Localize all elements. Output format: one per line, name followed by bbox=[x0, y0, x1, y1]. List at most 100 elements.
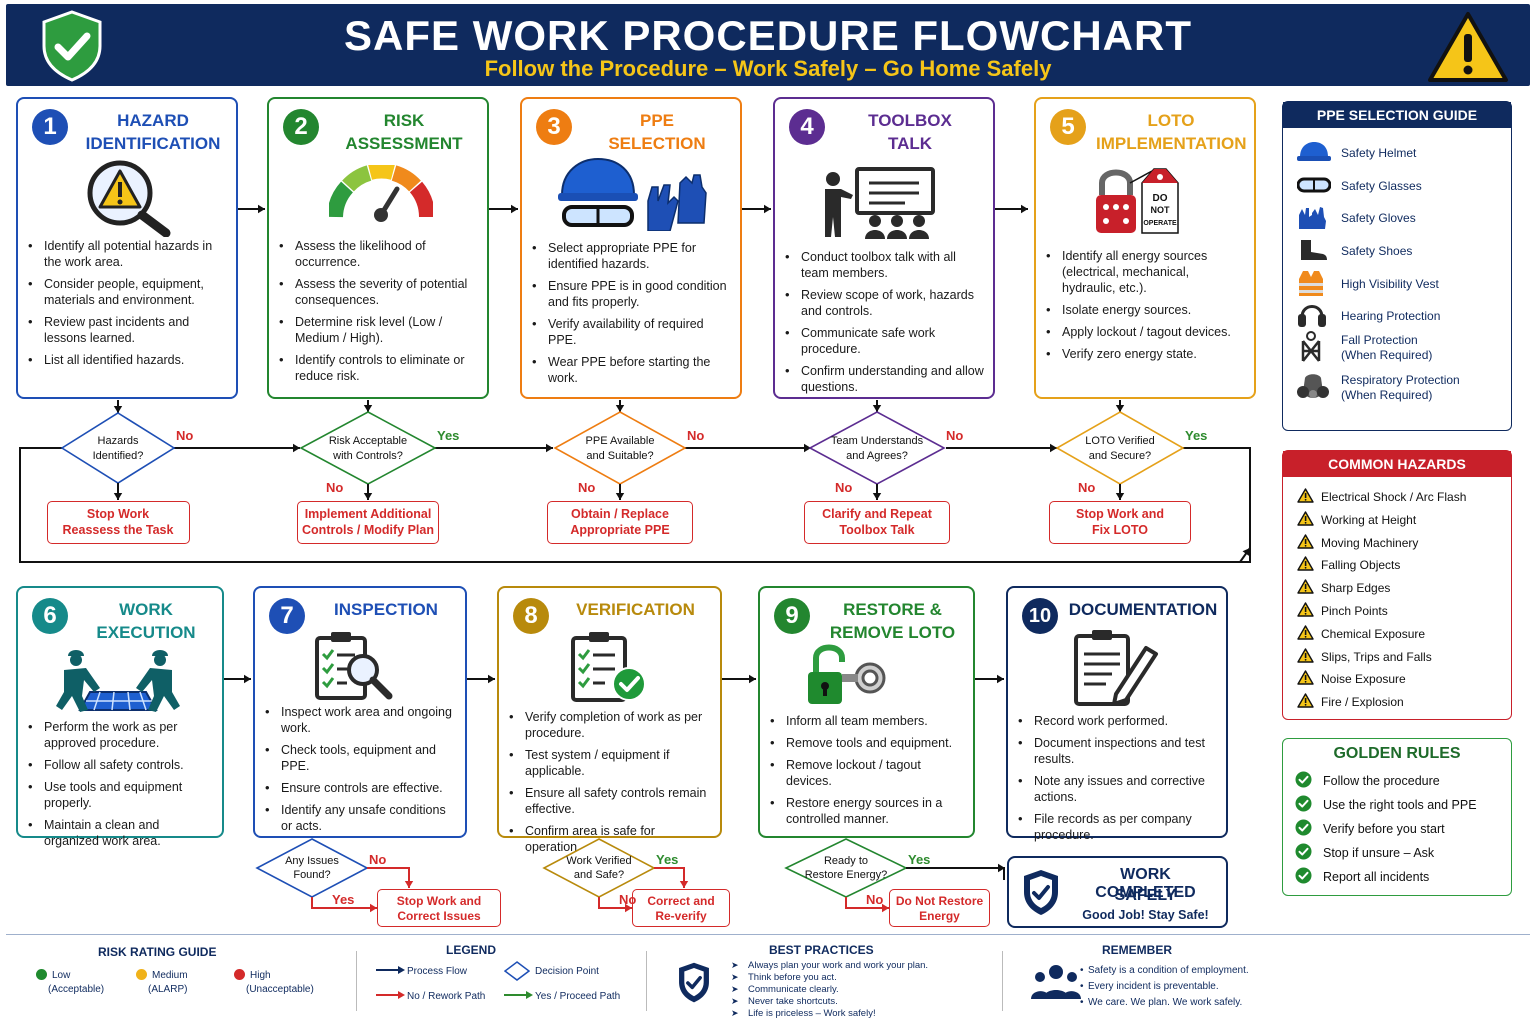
warning-icon bbox=[1297, 647, 1321, 666]
step-bullet: Remove lockout / tagout devices. bbox=[770, 757, 965, 789]
arrow-head bbox=[615, 493, 625, 500]
stop-box-line2: Re-verify bbox=[655, 909, 707, 923]
rework-arrow-icon bbox=[376, 991, 405, 999]
bullet-dot: • bbox=[1080, 981, 1084, 992]
arrow-head bbox=[997, 674, 1004, 684]
decision-diamond bbox=[553, 411, 687, 485]
arrow-head bbox=[363, 493, 373, 500]
work-completed-box: WORK COMPLETED SAFELY Good Job! Stay Saf… bbox=[1007, 856, 1228, 928]
stop-box-line1: Implement Additional bbox=[304, 507, 432, 521]
hazard-item: Moving Machinery bbox=[1297, 533, 1418, 553]
risk-level: Low bbox=[52, 970, 71, 981]
golden-rule-label: Stop if unsure – Ask bbox=[1323, 846, 1435, 860]
vest-icon bbox=[1297, 269, 1341, 300]
inspection-clipboard-icon bbox=[313, 630, 397, 705]
hazard-item: Sharp Edges bbox=[1297, 578, 1390, 598]
side-path bbox=[654, 867, 685, 880]
stop-box bbox=[46, 501, 190, 544]
hazard-item-label: Electrical Shock / Arc Flash bbox=[1321, 490, 1467, 504]
step-title: DOCUMENTATION bbox=[1068, 598, 1218, 621]
loop-line bbox=[19, 447, 1251, 563]
step-bullet: Conduct toolbox talk with all team membe… bbox=[785, 249, 985, 281]
golden-rule-item: Report all incidents bbox=[1295, 867, 1429, 887]
arrow-head bbox=[1115, 493, 1125, 500]
step-bullet: Review past incidents and lessons learne… bbox=[28, 314, 228, 346]
page-subtitle: Follow the Procedure – Work Safely – Go … bbox=[484, 56, 1052, 81]
decision-side-label: Yes bbox=[656, 852, 679, 867]
header-banner: SAFE WORK PROCEDURE FLOWCHART Follow the… bbox=[6, 4, 1530, 86]
risk-guide-title: RISK RATING GUIDE bbox=[98, 945, 217, 959]
toolbox-talk-icon bbox=[819, 167, 939, 244]
hazard-item: Noise Exposure bbox=[1297, 669, 1406, 689]
risk-level: Medium bbox=[152, 970, 188, 981]
check-circle-icon bbox=[1295, 819, 1323, 839]
golden-rule-label: Follow the procedure bbox=[1323, 774, 1440, 788]
step-bullet: Identify all energy sources (electrical,… bbox=[1046, 248, 1246, 296]
risk-level: High bbox=[250, 970, 271, 981]
decision-text-line2: and Safe? bbox=[574, 869, 624, 881]
step-title-line1: HAZARD bbox=[117, 111, 189, 130]
step-title: INSPECTION bbox=[315, 598, 457, 621]
decision-diamond bbox=[299, 411, 437, 485]
step-6-box: 6WORKEXECUTIONPerform the work as per ap… bbox=[16, 586, 224, 848]
ppe-item-label: Safety Shoes bbox=[1341, 243, 1413, 258]
step-title: PPE SELECTION bbox=[582, 109, 732, 155]
step-bullet: Verify availability of required PPE. bbox=[532, 316, 732, 348]
completed-line1: WORK COMPLETED bbox=[1095, 866, 1196, 901]
side-path bbox=[906, 867, 1005, 880]
step-title-line2: REMOVE LOTO bbox=[829, 623, 956, 642]
bullet-dot: • bbox=[1080, 965, 1084, 976]
step-bullet: Use tools and equipment properly. bbox=[28, 779, 214, 811]
chevron-icon: ➤ bbox=[731, 1008, 739, 1018]
arrow-head bbox=[546, 443, 553, 453]
step-number: 9 bbox=[774, 598, 810, 634]
step-number: 6 bbox=[32, 598, 68, 634]
best-practice-item: Communicate clearly. bbox=[748, 984, 839, 995]
legend-rework-path: No / Rework Path bbox=[407, 991, 486, 1002]
step-bullet: Test system / equipment if applicable. bbox=[509, 747, 712, 779]
decision-text-line2: Identified? bbox=[93, 450, 144, 462]
step-bullet: Record work performed. bbox=[1018, 713, 1218, 729]
step-bullet: Identify controls to eliminate or reduce… bbox=[279, 352, 479, 384]
decision-side-label: Yes bbox=[1185, 428, 1208, 443]
decision-down-label: No bbox=[866, 892, 884, 907]
ppe-item: Hearing Protection bbox=[1297, 301, 1440, 331]
hazard-item-label: Sharp Edges bbox=[1321, 581, 1391, 596]
stop-box-line1: Correct and bbox=[647, 894, 715, 908]
stop-box bbox=[547, 501, 693, 544]
golden-rule-item: Use the right tools and PPE bbox=[1295, 795, 1477, 815]
hazard-item-label: Fire / Explosion bbox=[1321, 695, 1404, 710]
step-bullets: Verify completion of work as per procedu… bbox=[509, 709, 712, 861]
best-practice-item: Think before you act. bbox=[748, 972, 837, 983]
decision-side-label: No bbox=[176, 428, 194, 443]
footer: RISK RATING GUIDE Low(Acceptable)Medium(… bbox=[6, 934, 1530, 1020]
warning-icon bbox=[1297, 533, 1321, 552]
remember-item: Safety is a condition of employment. bbox=[1088, 965, 1249, 976]
step-title-line1: PPE bbox=[639, 111, 675, 130]
ppe-item-label: High Visibility Vest bbox=[1341, 276, 1439, 291]
hazard-item-label: Moving Machinery bbox=[1321, 535, 1419, 550]
step-title-line2: TALK bbox=[887, 134, 933, 153]
step-bullet: Note any issues and corrective actions. bbox=[1018, 773, 1218, 805]
step-title-line2: SELECTION bbox=[608, 134, 706, 153]
arrow-head bbox=[1050, 443, 1057, 453]
step-bullet: List all identified hazards. bbox=[28, 352, 228, 368]
step-bullet: Review scope of work, hazards and contro… bbox=[785, 287, 985, 319]
verification-clipboard-icon bbox=[569, 630, 653, 707]
arrow-head bbox=[625, 903, 632, 913]
step-title-line2: IDENTIFICATION bbox=[85, 134, 221, 153]
ppe-item: Safety Shoes bbox=[1297, 236, 1412, 266]
step-number: 7 bbox=[269, 598, 305, 634]
arrow-head bbox=[293, 443, 300, 453]
stop-box-line2: Reassess the Task bbox=[62, 523, 174, 537]
step-bullet: Check tools, equipment and PPE. bbox=[265, 742, 457, 774]
stop-box-line1: Stop Work and bbox=[1076, 507, 1164, 521]
step-bullet: Determine risk level (Low / Medium / Hig… bbox=[279, 314, 479, 346]
step-bullet: Ensure all safety controls remain effect… bbox=[509, 785, 712, 817]
shield-check-icon bbox=[679, 962, 709, 1003]
arrow-head bbox=[1242, 548, 1250, 557]
remember-item: We care. We plan. We work safely. bbox=[1088, 997, 1243, 1008]
